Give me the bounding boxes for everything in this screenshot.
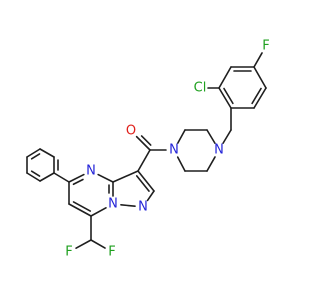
bond-b5-b6: [253, 87, 267, 109]
bond-chf-f3: [90, 239, 106, 249]
bond-cco-o1-double: [140, 135, 152, 146]
fluorine-aryl-label: F: [262, 39, 269, 54]
bond-n2-pc: [206, 156, 216, 172]
bond-pb-n2: [206, 129, 216, 144]
bond-n1-pa: [177, 129, 186, 144]
bond-b4-b5: [253, 66, 267, 89]
nitrogen-piperazine-1-label: N: [169, 143, 179, 158]
bond-a2-a3: [26, 148, 41, 158]
bond-a2-a3-double: [30, 153, 41, 160]
bond-b4-f1: [253, 52, 263, 68]
bond-b2-b3: [218, 66, 232, 89]
oxygen-carbonyl-label: O: [126, 124, 136, 139]
bond-b5-b6-double: [251, 87, 262, 105]
bond-c3-c2-double: [135, 175, 150, 192]
fluorine-difluoromethyl-left-label: F: [65, 245, 72, 260]
bond-a4-a5-double: [30, 170, 41, 177]
bond-c3-cco: [137, 149, 151, 172]
bond-n3-c4a: [97, 173, 114, 183]
fluorine-difluoromethyl-right-label: F: [108, 245, 115, 260]
bond-layer: [26, 52, 267, 249]
bond-a4-a5: [26, 172, 41, 182]
chlorine-label: Cl: [194, 81, 207, 96]
bond-a5-a6: [39, 172, 55, 182]
bond-a6-c5: [53, 172, 70, 183]
bond-cco-o1: [135, 135, 151, 151]
bond-c3-c2: [137, 170, 155, 192]
bond-b1-b2-double: [223, 87, 234, 105]
bond-c5-n3: [68, 173, 85, 183]
bond-b1-b2: [218, 87, 232, 109]
nitrogen-pyrazole-label: N: [138, 200, 148, 215]
bond-c5-n3-double: [72, 178, 84, 186]
nitrogen-piperazine-4-label: N: [214, 143, 224, 158]
bond-c7-c6-double: [72, 201, 92, 212]
bond-c7-c6: [68, 203, 92, 217]
bond-n2-ch2: [222, 129, 232, 144]
bond-c2-n5: [146, 190, 155, 202]
bond-chf-f2: [75, 239, 92, 249]
bond-n5-n4: [120, 203, 136, 208]
bond-c4a-c3: [112, 170, 139, 183]
bond-n4-c7: [90, 207, 107, 217]
nitrogen-pyrimidine-label: N: [86, 164, 96, 179]
bond-pd-n1: [176, 156, 186, 172]
bond-a1-a2: [39, 148, 55, 158]
nitrogen-bridgehead-label: N: [108, 197, 118, 212]
